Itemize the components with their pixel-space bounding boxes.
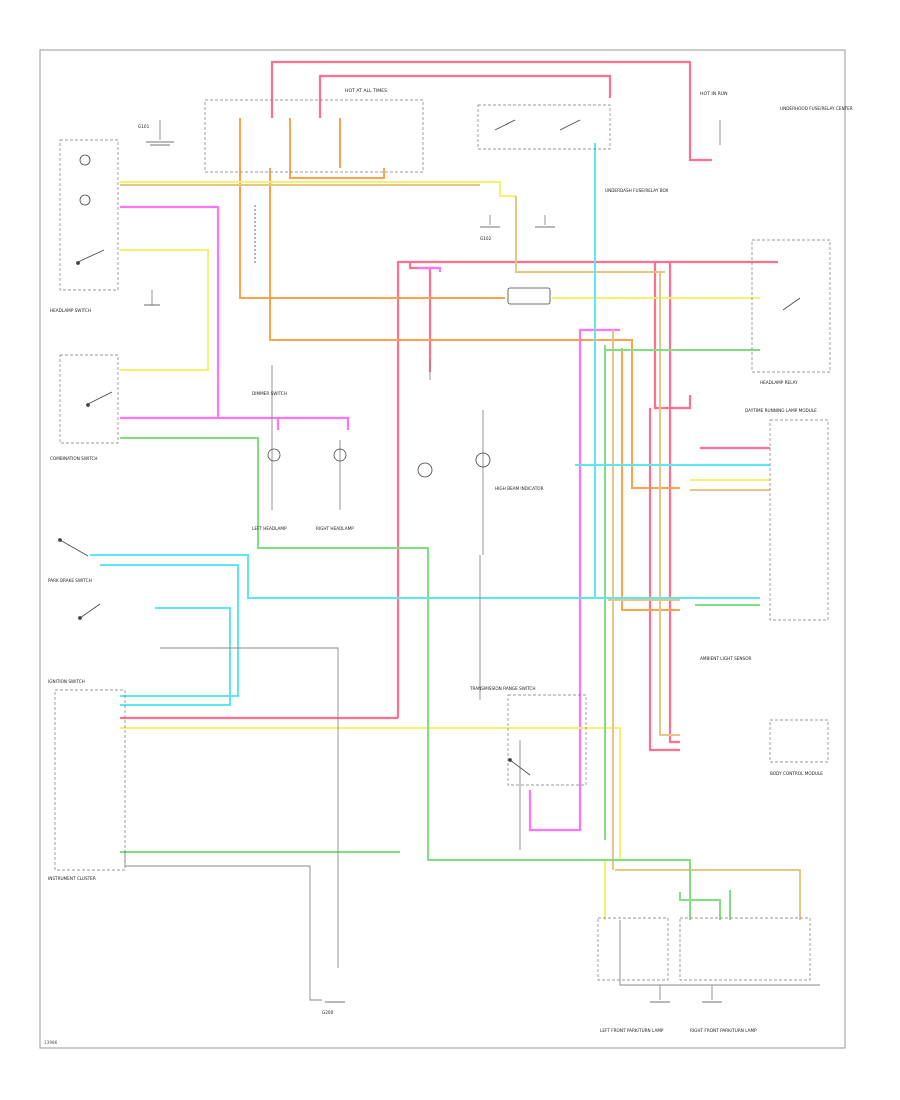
wire-pink <box>120 205 620 832</box>
label-right-headlamp: RIGHT HEADLAMP <box>316 526 354 531</box>
park-brake-box <box>507 694 587 786</box>
label-front-left-lamp: LEFT FRONT PARK/TURN LAMP <box>600 1028 664 1033</box>
ignition-box <box>54 689 126 871</box>
ground-symbols <box>144 141 722 1003</box>
wire-tan <box>120 184 801 920</box>
label-hot-at-all-times: HOT AT ALL TIMES <box>345 88 387 94</box>
bcm-box <box>769 719 829 763</box>
relay-block-top <box>477 104 611 150</box>
label-high-beam-indicator: HIGH BEAM INDICATOR <box>495 486 544 491</box>
label-ground-right: G102 <box>480 236 492 241</box>
label-left-headlamp: LEFT HEADLAMP <box>252 526 287 531</box>
switch-symbols <box>58 119 801 776</box>
diagram-frame <box>39 49 846 1049</box>
label-headlamp-switch: HEADLAMP SWITCH <box>50 308 91 313</box>
label-dimmer-switch: DIMMER SWITCH <box>252 391 287 396</box>
label-ignition-switch: IGNITION SWITCH <box>48 679 85 684</box>
label-underdash-fuse-box: UNDERDASH FUSE/RELAY BOX <box>605 188 669 193</box>
labels: HOT AT ALL TIMES HOT IN RUN UNDERHOOD FU… <box>44 88 853 1045</box>
wire-red <box>120 60 778 752</box>
label-drl-module: DAYTIME RUNNING LAMP MODULE <box>745 408 817 413</box>
wire-yellow <box>120 181 770 920</box>
label-front-right-lamp: RIGHT FRONT PARK/TURN LAMP <box>690 1028 757 1033</box>
label-body-control: BODY CONTROL MODULE <box>770 771 823 776</box>
label-combination-switch: COMBINATION SWITCH <box>50 456 98 461</box>
label-ground-left: G101 <box>138 124 150 129</box>
label-underhood-fuse-box: UNDERHOOD FUSE/RELAY CENTER <box>780 106 853 111</box>
label-ambient-sensor: AMBIENT LIGHT SENSOR <box>700 656 751 661</box>
label-ground-bottom: G200 <box>322 1010 334 1015</box>
label-footer-code: 13986 <box>44 1040 58 1045</box>
label-park-brake-switch: PARK BRAKE SWITCH <box>48 578 92 583</box>
wire-cyan <box>90 143 770 706</box>
combination-switch-box <box>59 354 119 444</box>
drl-module-box <box>769 419 829 621</box>
lamps-right-box <box>679 917 811 981</box>
label-transmission-range: TRANSMISSION RANGE SWITCH <box>469 686 536 691</box>
label-instrument-cluster: INSTRUMENT CLUSTER <box>48 876 96 881</box>
headlamp-switch-box <box>59 139 119 291</box>
lamps-left-box <box>597 917 669 981</box>
label-headlamp-relay: HEADLAMP RELAY <box>760 380 798 385</box>
wire-green <box>120 345 760 920</box>
headlamp-relay-box <box>751 239 831 373</box>
label-hot-in-run: HOT IN RUN <box>700 91 728 97</box>
component-outlines <box>54 99 831 981</box>
fuse-box-top <box>204 99 424 173</box>
wire-black <box>124 120 820 1001</box>
